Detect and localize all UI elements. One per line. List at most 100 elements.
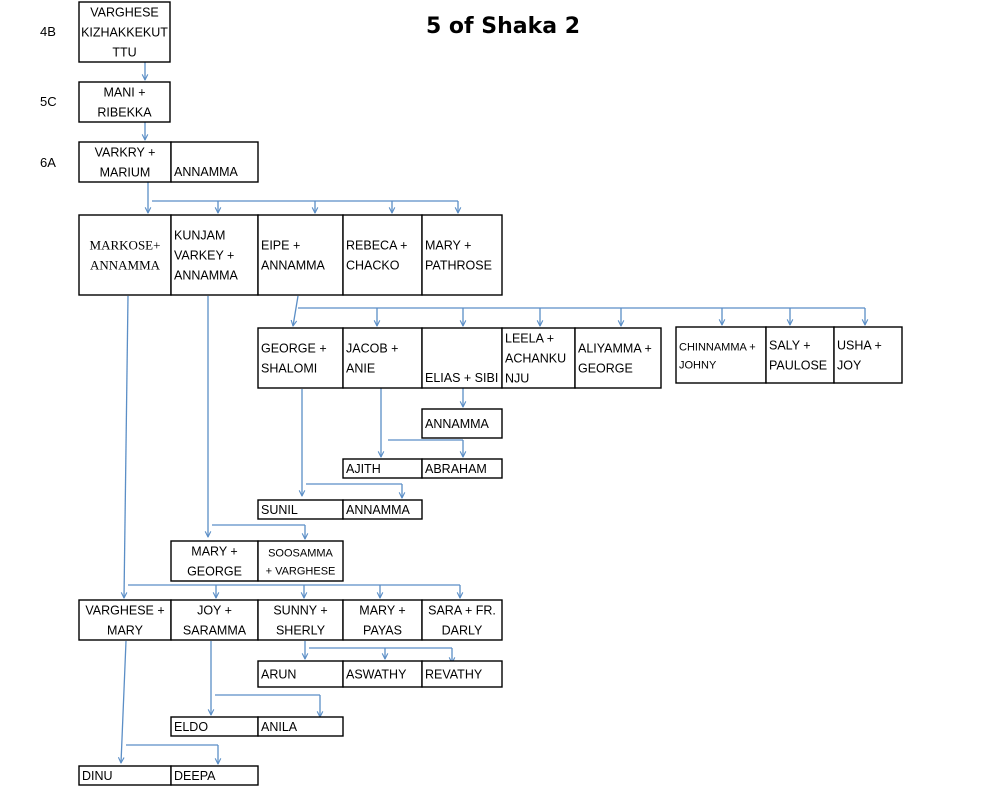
person-name-line: CHACKO [346, 259, 400, 273]
box-border [170, 765, 259, 786]
box-border [78, 214, 172, 296]
box-border [257, 716, 344, 737]
person-name-line: JOHNY [679, 360, 717, 372]
person-box-varghese-k: VARGHESE KIZHAKKEKUT TTU [78, 1, 171, 63]
person-box-deepa: DEEPA [170, 765, 259, 786]
box-border [257, 327, 344, 389]
box-border [342, 660, 423, 688]
person-name-line: REBECA + [346, 239, 408, 253]
person-name-line: SHALOMI [261, 362, 317, 376]
person-name-line: DARLY [442, 624, 483, 638]
person-name-line: RIBEKKA [97, 106, 152, 120]
person-name-line: SARAMMA [183, 624, 247, 638]
person-box-annamma-6a: ANNAMMA [170, 141, 259, 183]
person-name-line: USHA + [837, 339, 882, 353]
box-border [421, 660, 503, 688]
box-border [342, 327, 423, 389]
person-box-jacob: JACOB +ANIE [342, 327, 423, 389]
person-name-line: SHERLY [276, 624, 326, 638]
person-box-saly: SALY +PAULOSE [765, 326, 835, 384]
person-name-line: GEORGE [578, 362, 633, 376]
person-name-line: ANNAMMA [174, 165, 239, 179]
person-box-rebeca: REBECA + CHACKO [342, 214, 423, 296]
person-name-line: SUNIL [261, 503, 298, 517]
person-name-line: ACHANKU [505, 352, 566, 366]
person-name-line: PATHROSE [425, 259, 492, 273]
person-name-line: VARGHESE [90, 6, 159, 20]
box-border [675, 326, 767, 384]
person-box-soosamma: SOOSAMMA + VARGHESE [257, 540, 344, 582]
person-name-line: PAYAS [363, 624, 402, 638]
generation-label-6a: 6A [40, 155, 56, 170]
person-name-line: ANNAMMA [90, 258, 161, 273]
box-border [421, 214, 503, 296]
box-border [342, 214, 423, 296]
person-name-line: SALY + [769, 339, 811, 353]
person-box-annamma-sunil: ANNAMMA [342, 499, 423, 520]
person-name-line: MANI + [103, 86, 145, 100]
person-name-line: SOOSAMMA [268, 548, 333, 560]
person-name-line: DEEPA [174, 769, 216, 783]
person-box-mary-payas: MARY + PAYAS [342, 599, 423, 641]
person-name-line: ABRAHAM [425, 462, 487, 476]
box-border [257, 214, 344, 296]
person-name-line: ALIYAMMA + [578, 342, 652, 356]
box-border [574, 327, 662, 389]
person-name-line: TTU [112, 46, 136, 60]
person-name-line: CHINNAMMA + [679, 342, 756, 354]
person-box-mary-george: MARY +GEORGE [170, 540, 259, 582]
person-box-eipe: EIPE + ANNAMMA [257, 214, 344, 296]
box-border [421, 599, 503, 641]
person-name-line: + VARGHESE [266, 566, 336, 578]
person-name-line: EIPE + [261, 239, 300, 253]
person-name-line: ELDO [174, 720, 208, 734]
box-border [257, 599, 344, 641]
connector-lines [121, 62, 865, 764]
box-border [170, 599, 259, 641]
person-name-line: KIZHAKKEKUT [81, 26, 168, 40]
person-box-mani: MANI + RIBEKKA [78, 81, 171, 123]
person-name-line: KUNJAM [174, 229, 225, 243]
person-box-george-shalomi: GEORGE +SHALOMI [257, 327, 344, 389]
box-border [170, 540, 259, 582]
person-box-sunil: SUNIL [257, 499, 344, 520]
person-name-line: MARY + [359, 604, 405, 618]
person-name-line: SARA + FR. [428, 604, 496, 618]
person-name-line: MARY + [425, 239, 471, 253]
person-box-abraham: ABRAHAM [421, 458, 503, 479]
box-border [342, 599, 423, 641]
person-name-line: ANNAMMA [346, 503, 411, 517]
person-name-line: ASWATHY [346, 668, 407, 682]
box-border [833, 326, 903, 384]
person-name-line: LEELA + [505, 332, 554, 346]
person-box-sunny: SUNNY +SHERLY [257, 599, 344, 641]
person-box-mary-pathrose: MARY + PATHROSE [421, 214, 503, 296]
person-name-line: MARY + [191, 545, 237, 559]
box-border [421, 408, 503, 439]
person-box-kunjam: KUNJAM VARKEY + ANNAMMA [170, 214, 259, 296]
person-name-line: NJU [505, 372, 529, 386]
person-name-line: VARGHESE + [85, 604, 164, 618]
person-box-ajith: AJITH [342, 458, 423, 479]
person-name-line: VARKEY + [174, 249, 234, 263]
person-box-eldo: ELDO [170, 716, 259, 737]
person-name-line: ELIAS + SIBI [425, 371, 498, 385]
person-name-line: DINU [82, 769, 113, 783]
person-name-line: ANNAMMA [174, 269, 239, 283]
person-box-aliyamma: ALIYAMMA + GEORGE [574, 327, 662, 389]
box-border [78, 599, 172, 641]
person-name-line: MARY [107, 624, 144, 638]
person-name-line: JACOB + [346, 342, 398, 356]
diagram-title: 5 of Shaka 2 [426, 14, 580, 39]
person-box-varghese-mary: VARGHESE + MARY [78, 599, 172, 641]
person-box-anila: ANILA [257, 716, 344, 737]
box-border [170, 141, 259, 183]
generation-label-5c: 5C [40, 94, 57, 109]
generation-label-4b: 4B [40, 24, 56, 39]
person-box-joy-saramma: JOY +SARAMMA [170, 599, 259, 641]
person-box-annamma-elias: ANNAMMA [421, 408, 503, 439]
person-box-chinnamma: CHINNAMMA + JOHNY [675, 326, 767, 384]
person-box-markose: MARKOSE+ANNAMMA [78, 214, 172, 296]
person-name-line: ANNAMMA [261, 259, 326, 273]
